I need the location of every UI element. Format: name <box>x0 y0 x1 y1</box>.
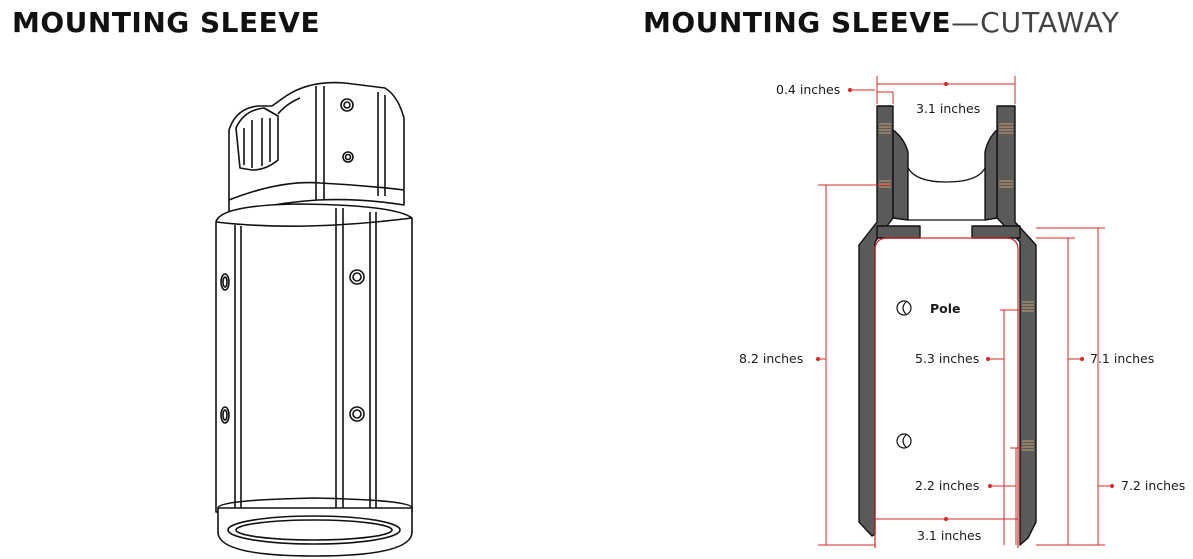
cutaway-saddle <box>892 129 909 221</box>
dim-top-width-label: 3.1 inches <box>916 101 980 116</box>
dim-outer-height-label: 7.2 inches <box>1121 478 1185 493</box>
cutaway-left-wall <box>858 105 894 537</box>
pole-hole-upper <box>896 300 912 316</box>
dim-overall-label: 8.2 inches <box>739 351 803 366</box>
cutaway-drawing: 0.4 inches 3.1 inches Pole 8.2 inches 5.… <box>739 76 1185 548</box>
title-mounting-sleeve: MOUNTING SLEEVE <box>12 6 321 39</box>
dim-inner-height-label: 7.1 inches <box>1090 351 1154 366</box>
wall-hatching <box>879 123 1034 451</box>
cutaway-shoulder-left <box>876 225 921 239</box>
mounting-sleeve-drawing <box>215 81 413 557</box>
title-mounting-sleeve-cutaway: MOUNTING SLEEVE—CUTAWAY <box>643 6 1120 39</box>
dim-wall-label: 0.4 inches <box>776 82 840 97</box>
pole-hole-lower <box>896 433 912 449</box>
sleeve-body <box>215 203 413 513</box>
pole-outline <box>874 237 1019 548</box>
dim-lower-label: 2.2 inches <box>915 478 979 493</box>
cutaway-shoulder-right <box>971 225 1021 239</box>
title-cutaway-sub: —CUTAWAY <box>951 6 1120 39</box>
pole-label: Pole <box>930 301 961 316</box>
cap-slot <box>235 107 279 171</box>
dimension-dots <box>816 82 1114 521</box>
dim-pole-span-label: 5.3 inches <box>915 351 979 366</box>
dim-bottom-width-label: 3.1 inches <box>917 528 981 543</box>
title-cutaway-main: MOUNTING SLEEVE <box>643 6 952 39</box>
